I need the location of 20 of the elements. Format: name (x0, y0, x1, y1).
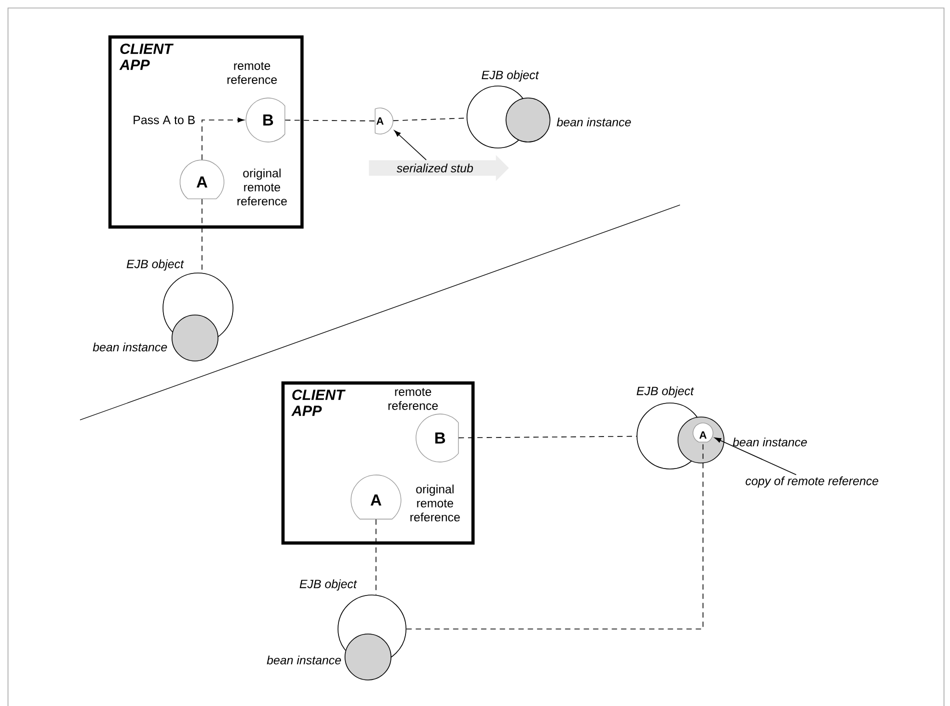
reference-label: remote reference (388, 388, 438, 410)
dashed-connector (202, 118, 244, 160)
reference-label: original remote reference (237, 168, 287, 206)
circle-label: bean instance (732, 438, 807, 446)
dashed-connector (406, 442, 704, 630)
note-text: copy of remote reference (746, 476, 878, 488)
leader-arrow (394, 130, 427, 160)
circle-label: EJB object (300, 579, 358, 591)
circle-label: EJB object (482, 70, 540, 82)
dashed-connector (458, 436, 637, 438)
edge-label: Pass A to B (131, 114, 197, 126)
circle-label: EJB object (126, 259, 184, 271)
reference-label: original remote reference (410, 484, 460, 522)
leader-arrow (714, 438, 797, 476)
dashed-connector (284, 120, 376, 122)
circle-label: bean instance (556, 118, 631, 126)
circle-label: bean instance (92, 342, 167, 352)
circle-label: EJB object (636, 386, 694, 398)
reference-label: remote reference (227, 62, 277, 84)
circle-label: bean instance (266, 656, 341, 664)
